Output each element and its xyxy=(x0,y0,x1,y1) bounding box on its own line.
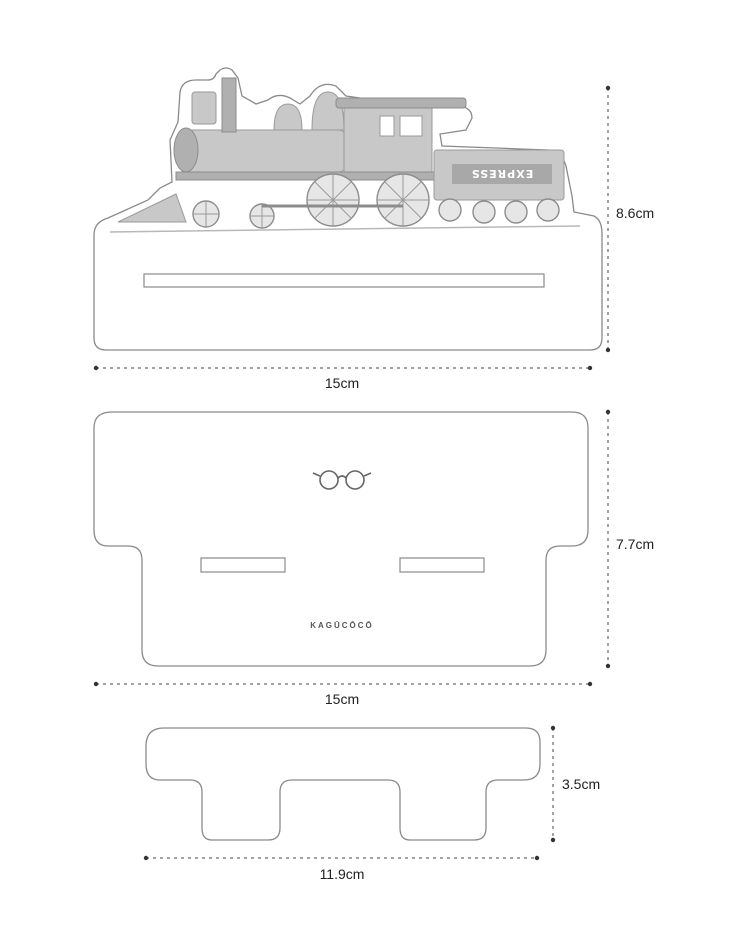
glasses-icon xyxy=(312,470,372,490)
bottom-panel-outline xyxy=(145,727,541,841)
middle-panel-slot-left xyxy=(200,557,286,573)
dimension-endpoint xyxy=(605,85,611,91)
dimension-endpoint xyxy=(605,409,611,415)
smokestack xyxy=(221,77,237,133)
middle-panel-slot-right xyxy=(399,557,485,573)
dimension-endpoint xyxy=(550,725,556,731)
tender-wheel xyxy=(438,198,560,224)
train-illustration: EXPRESS xyxy=(109,77,581,233)
middle-panel: KAGŪCŌCŌ 7.7cm 15cm xyxy=(93,409,654,707)
top-panel: EXPRESS xyxy=(93,67,654,391)
cab-roof xyxy=(335,97,467,109)
dimension-endpoint xyxy=(93,365,99,371)
top-height-label: 8.6cm xyxy=(616,205,654,221)
track xyxy=(109,225,581,233)
cab-window xyxy=(399,115,423,137)
bottom-panel: 3.5cm 11.9cm xyxy=(143,725,600,882)
tender-nameplate-text: EXPRESS xyxy=(471,167,533,180)
headlamp xyxy=(191,91,217,125)
cab xyxy=(343,103,433,175)
brand-logo: KAGŪCŌCŌ xyxy=(310,621,374,630)
middle-height-label: 7.7cm xyxy=(616,536,654,552)
dimension-endpoint xyxy=(534,855,540,861)
top-panel-slot xyxy=(143,273,545,288)
dimension-endpoint xyxy=(605,347,611,353)
boiler xyxy=(177,129,349,173)
smokebox xyxy=(173,127,199,173)
drive-wheel xyxy=(306,173,360,227)
bottom-width-label: 11.9cm xyxy=(320,866,365,882)
cowcatcher xyxy=(117,193,187,223)
wheel xyxy=(249,203,275,229)
middle-width-label: 15cm xyxy=(325,691,359,707)
wheel xyxy=(192,200,220,228)
dimension-endpoint xyxy=(93,681,99,687)
dimension-endpoint xyxy=(605,663,611,669)
top-width-label: 15cm xyxy=(325,375,359,391)
dimension-endpoint xyxy=(143,855,149,861)
middle-panel-outline xyxy=(93,411,589,667)
dimension-endpoint xyxy=(587,681,593,687)
drive-wheel xyxy=(376,173,430,227)
dimension-endpoint xyxy=(550,837,556,843)
cab-window xyxy=(379,115,395,137)
tender-nameplate xyxy=(452,164,552,184)
bottom-height-label: 3.5cm xyxy=(562,776,600,792)
steam-dome xyxy=(273,103,303,131)
dimension-endpoint xyxy=(587,365,593,371)
